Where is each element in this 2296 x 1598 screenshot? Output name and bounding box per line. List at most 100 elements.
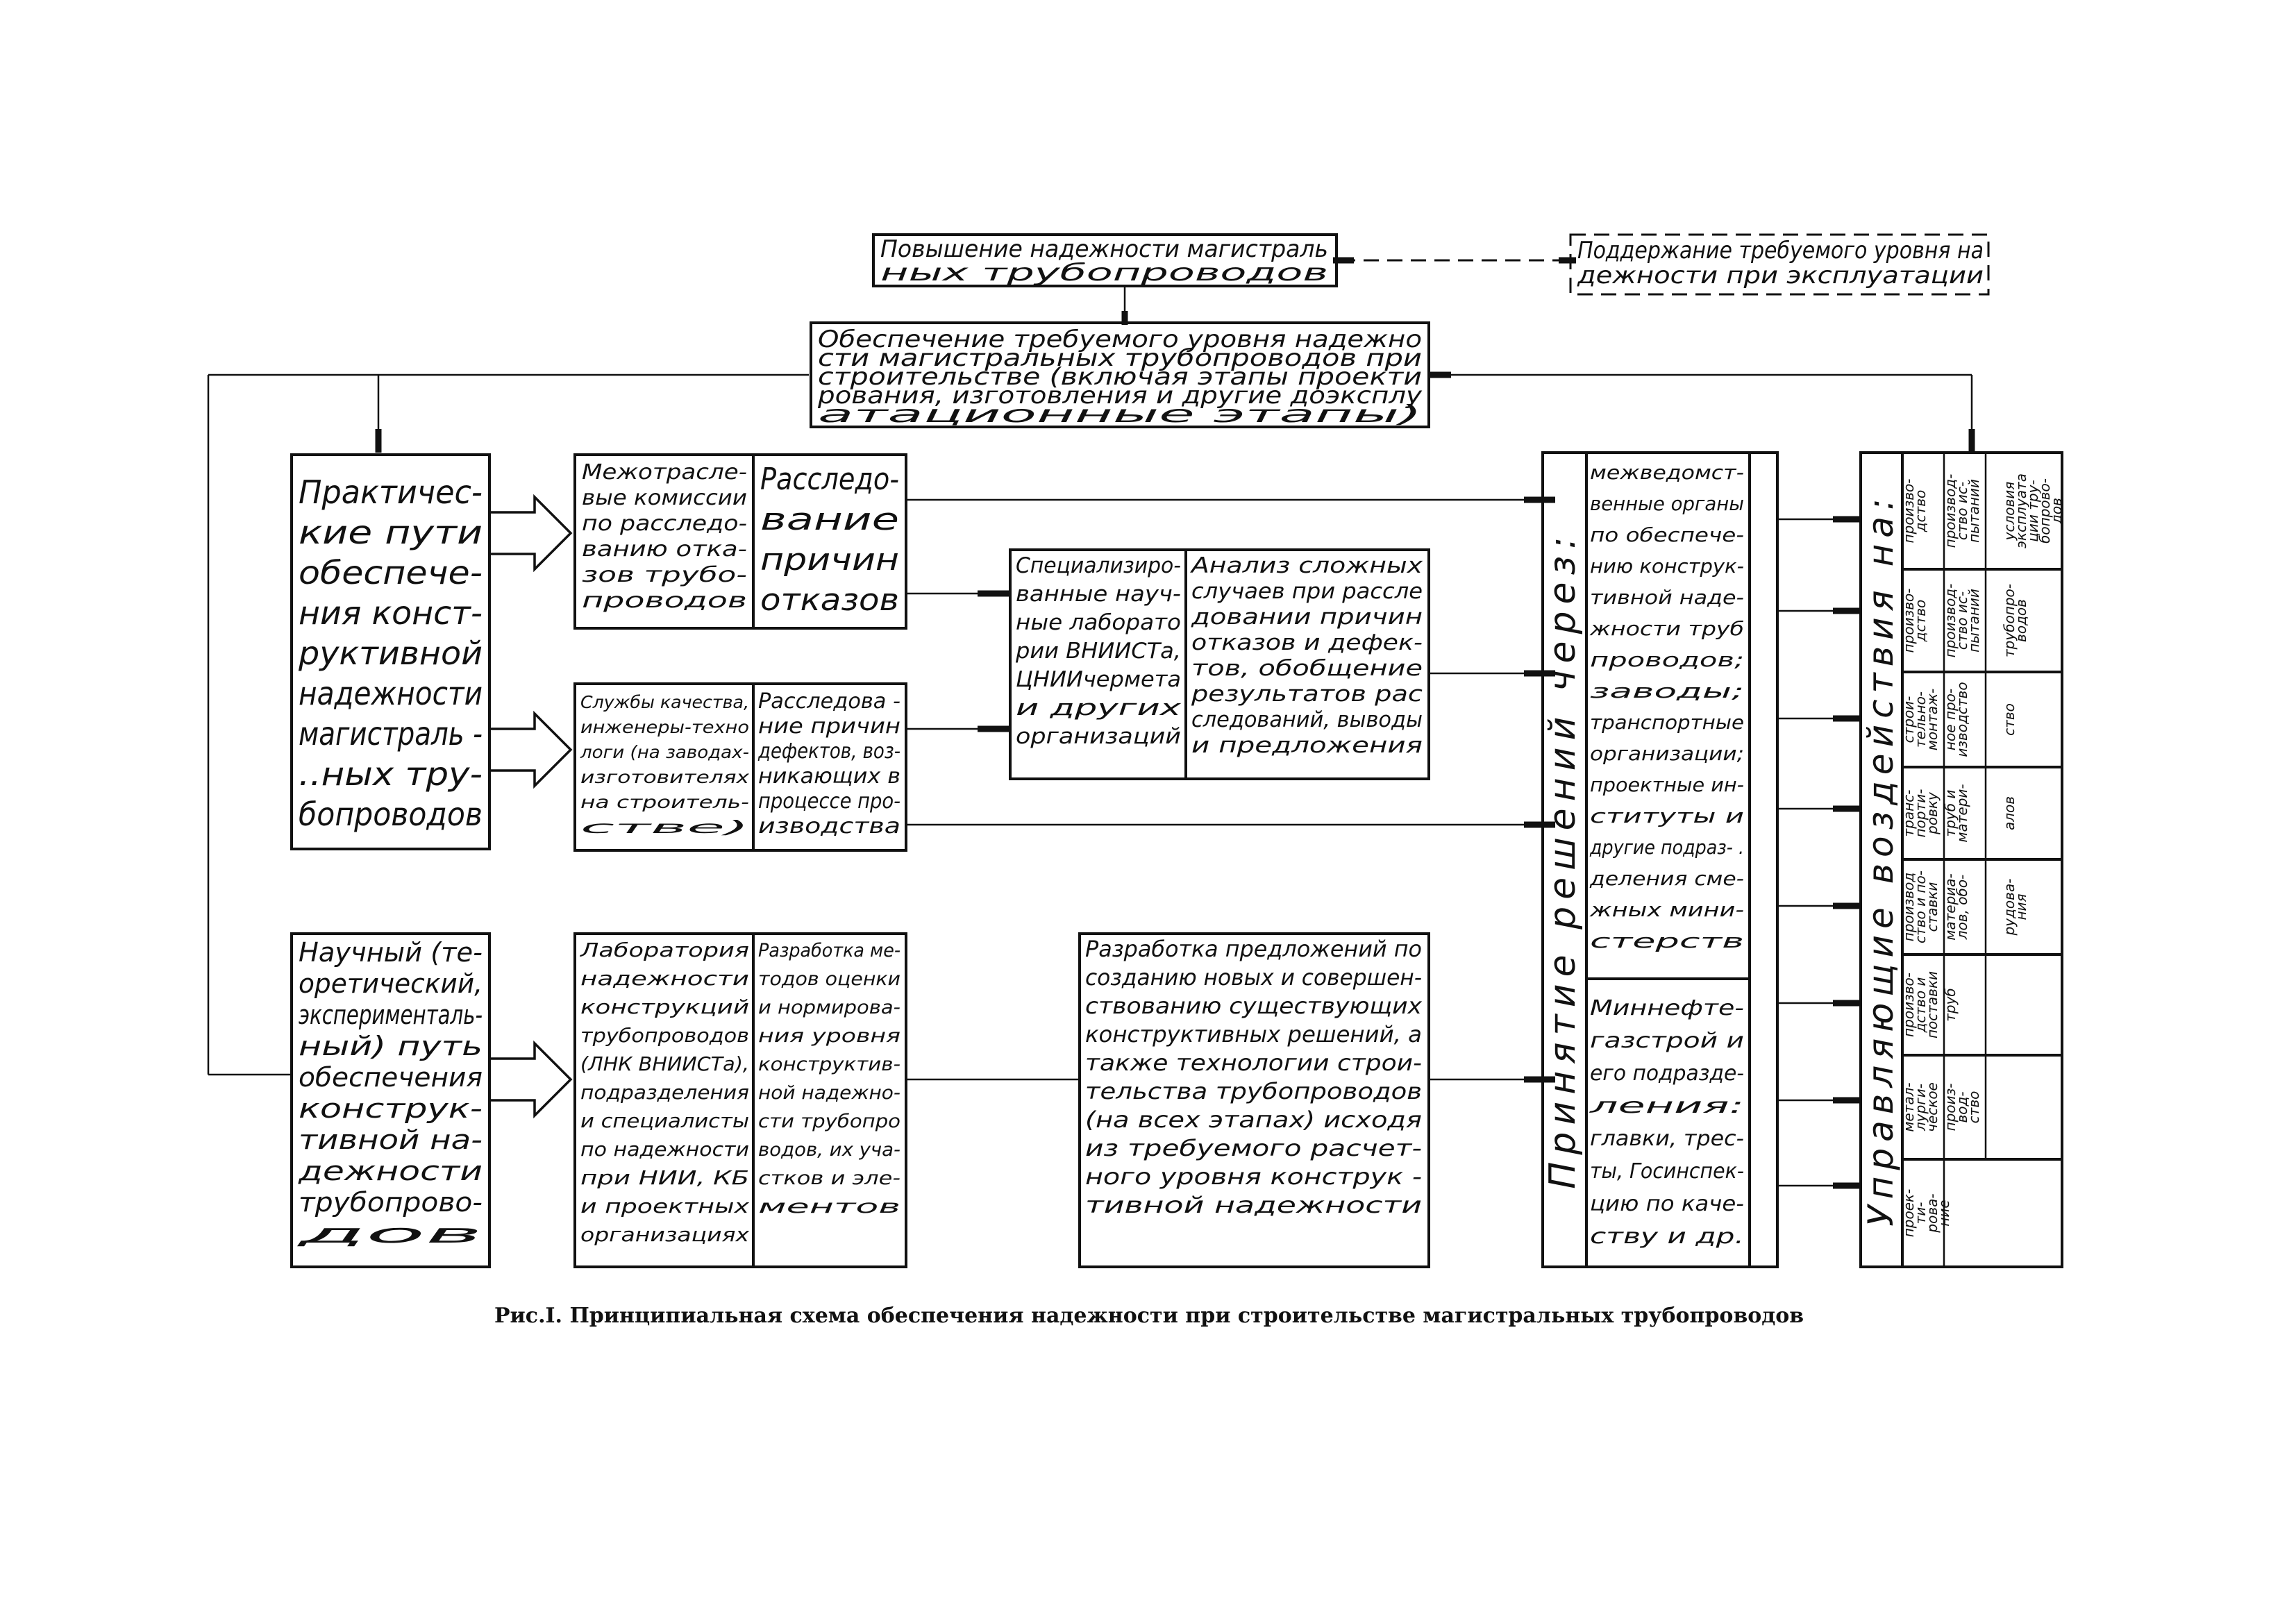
defects-line: изводства	[758, 814, 900, 839]
quality-line: инженеры-техно	[580, 717, 749, 737]
labs-line: ные лаборато	[1016, 610, 1181, 635]
influence-cell-line: производ	[1900, 873, 1917, 942]
decisions-upper-line: по обеспече-	[1590, 523, 1744, 546]
influence-cell-line: произво-	[1900, 479, 1917, 544]
analysis-line: довании причин	[1191, 605, 1423, 630]
reliability-lab-line: надежности	[580, 967, 749, 990]
scientific-box-line: дов	[296, 1218, 483, 1249]
scientific-box-line: трубопрово-	[299, 1187, 483, 1218]
decisions-lower-line: газстрой и	[1590, 1029, 1744, 1053]
influence-cell-line: строи-	[1900, 696, 1917, 743]
scientific-box-line: конструк-	[299, 1093, 483, 1124]
reliability-lab-line: Лаборатория	[580, 939, 749, 961]
influence-cell-line: ство и по-	[1912, 871, 1929, 943]
influence-cell-line: матери-	[1954, 784, 1970, 842]
main-box-line: рования, изготовления и другие доэксплу	[817, 382, 1423, 410]
influence-cell-line: ние	[1936, 1200, 1952, 1226]
influence-cell-line: ставки	[1924, 882, 1941, 932]
influence-cell-line: ное про-	[1942, 689, 1959, 750]
practical-box-line: руктивной	[298, 634, 483, 672]
figure-caption: Рис.I. Принципиальная схема обеспечения …	[494, 1304, 1804, 1328]
box-raising-reliability	[872, 233, 1338, 287]
defects-line: дефектов, воз-	[757, 739, 900, 764]
analysis-line: тов, обобщение	[1191, 656, 1423, 681]
reliability-lab-line: и проектных	[580, 1195, 750, 1218]
scientific-box-line: обеспечения	[299, 1062, 483, 1093]
decisions-lower-line: цию по каче-	[1590, 1192, 1744, 1216]
methods-line: тодов оценки	[758, 968, 900, 990]
decisions-upper-line: жности труб	[1589, 617, 1744, 640]
box-ensuring-reliability	[810, 321, 1430, 428]
methods-line: и нормирова-	[758, 997, 900, 1018]
labs-line: рии ВНИИСТа,	[1015, 639, 1181, 664]
text-methods: Разработка ме-тодов оценки и нормирова-ни…	[758, 940, 900, 1218]
influence-cell-line: ти-	[1912, 1202, 1929, 1225]
influence-cell-line: порти-	[1912, 789, 1929, 838]
decisions-lower-line: Миннефте-	[1590, 996, 1744, 1020]
decisions-lower-line: ления:	[1589, 1094, 1744, 1118]
influence-cell-line: поставки	[1924, 971, 1941, 1038]
decisions-lower-line: главки, трес-	[1590, 1127, 1744, 1151]
methods-line: стков и эле-	[758, 1168, 900, 1189]
investigation-line: причин	[760, 542, 899, 578]
quality-line: на строитель-	[580, 792, 749, 812]
influence-cell-line: пытаний	[1966, 589, 1982, 653]
decisions-upper-line: проектные ин-	[1590, 773, 1744, 796]
influence-cell-line: водов	[2013, 599, 2029, 642]
commissions-line: вые комиссии	[582, 486, 747, 510]
decisions-upper-line: тивной наде-	[1590, 586, 1744, 609]
practical-box-line: кие пути	[299, 514, 483, 551]
scientific-box-line: ный) путь	[299, 1031, 483, 1061]
decisions-upper-line: транспортные	[1590, 711, 1744, 734]
reliability-lab-line: конструкций	[580, 995, 749, 1018]
practical-box-line: бопроводов	[299, 796, 483, 833]
text-maintaining-reliability: Поддержание требуемого уровня надежности…	[1577, 237, 1984, 289]
analysis-line: результатов рас	[1191, 682, 1423, 707]
decisions-upper-line: заводы;	[1590, 680, 1744, 703]
influence-cell-line: условия	[2001, 482, 2018, 541]
reliability-lab-line: трубопроводов	[580, 1024, 749, 1047]
influence-cell-line: ство ис-	[1954, 482, 1970, 540]
quality-line: стве)	[580, 817, 749, 837]
top-left-box-line: Повышение надежности магистраль	[880, 235, 1328, 263]
decisions-upper-line: проводов;	[1590, 648, 1744, 671]
practical-box-line: Практичес-	[299, 473, 483, 511]
text-specialized-labs: Специализиро-ванные науч-ные лаборатории…	[1015, 553, 1182, 749]
influence-cell-line: ческое	[1924, 1082, 1941, 1132]
reliability-lab-line: по надежности	[580, 1138, 749, 1161]
methods-line: ментов	[758, 1196, 900, 1218]
defects-line: ние причин	[758, 714, 900, 739]
influence-cell-line: производ-	[1942, 584, 1959, 658]
scientific-box-line: эксперименталь-	[299, 1000, 483, 1030]
influence-cell-line: бопрово-	[2036, 478, 2053, 544]
reliability-lab-line: организациях	[580, 1223, 750, 1246]
investigation-line: отказов	[760, 582, 899, 618]
box-decisions	[1541, 451, 1779, 1268]
methods-line: Разработка ме-	[758, 940, 900, 961]
influences-title: Управляющие воздействия на:	[1861, 492, 1901, 1227]
decisions-lower-line: его подразде-	[1590, 1061, 1744, 1086]
text-raising-reliability: Повышение надежности магистральных трубо…	[880, 235, 1328, 287]
influence-cell-line: лов, обо-	[1954, 875, 1970, 941]
commissions-line: проводов	[582, 589, 747, 613]
box-labs-analysis	[1009, 548, 1430, 780]
top-right-box-line: дежности при эксплуатации	[1577, 262, 1984, 289]
influence-cell-line: алов	[2001, 796, 2018, 830]
proposals-line: ного уровня конструк -	[1085, 1163, 1422, 1190]
influence-cell-line: тельно-	[1912, 691, 1929, 748]
methods-line: ния уровня	[758, 1025, 900, 1047]
box-proposals	[1078, 932, 1430, 1268]
decisions-upper-line: нию конструк-	[1590, 555, 1744, 578]
practical-box-line: ния конст-	[299, 594, 483, 632]
commissions-line: Межотрасле-	[582, 460, 747, 485]
influence-cell-line: пытаний	[1966, 479, 1982, 543]
influence-cell-line: трубопро-	[2001, 584, 2018, 657]
scientific-box-line: тивной на-	[299, 1125, 483, 1155]
practical-box-line: ..ных тру-	[299, 755, 483, 793]
